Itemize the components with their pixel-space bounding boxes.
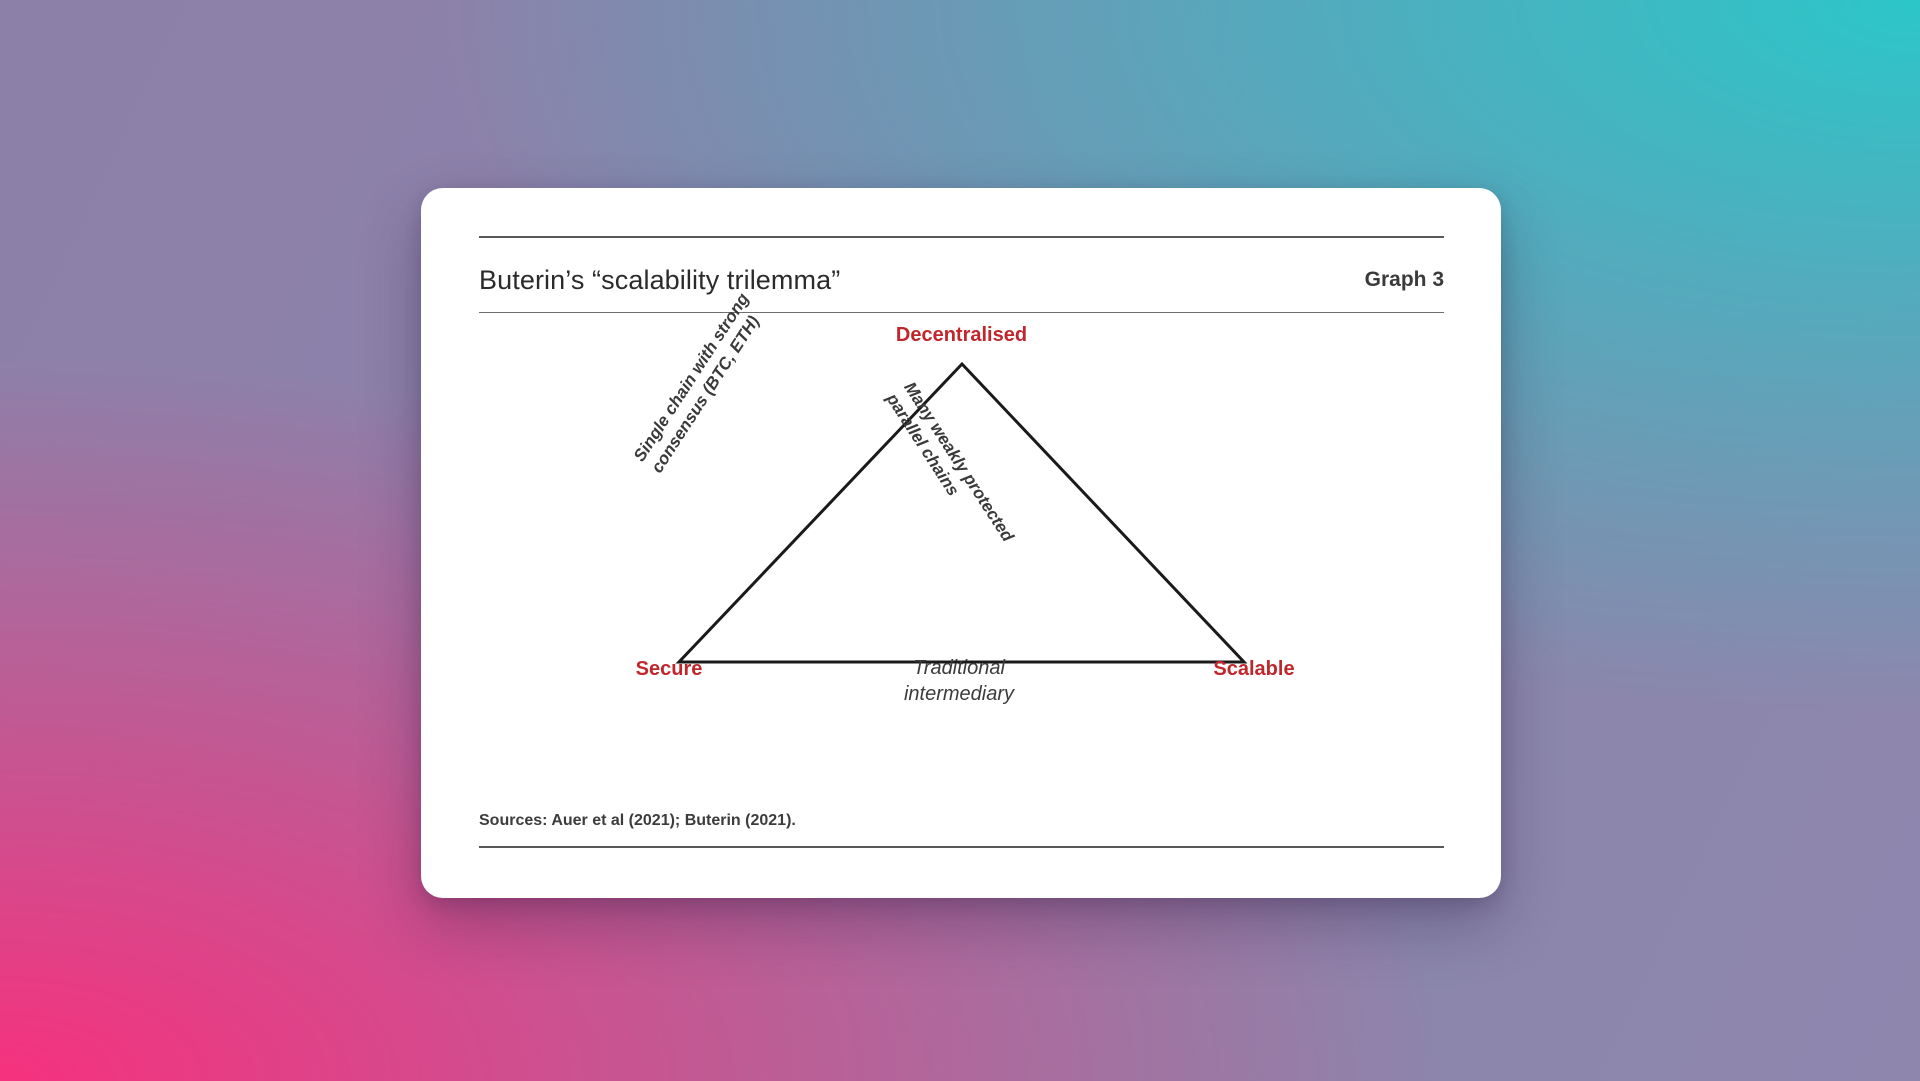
triangle-graphic — [675, 361, 1248, 664]
graph-header: Buterin’s “scalability trilemma” Graph 3 — [479, 254, 1444, 306]
vertex-label-scalable: Scalable — [1213, 658, 1295, 680]
vertex-label-decentralised: Decentralised — [895, 324, 1028, 346]
page-title: Buterin’s “scalability trilemma” — [479, 264, 841, 295]
center-label-traditional-intermediary: Traditional intermediary — [809, 656, 1109, 707]
triangle-outline — [675, 361, 1248, 664]
top-divider — [479, 236, 1444, 238]
graph-sheet: Buterin’s “scalability trilemma” Graph 3… — [479, 236, 1444, 848]
center-label-line1: Traditional — [913, 657, 1005, 679]
bottom-divider — [479, 846, 1444, 848]
graph-card: Buterin’s “scalability trilemma” Graph 3… — [421, 188, 1501, 898]
sources-note: Sources: Auer et al (2021); Buterin (202… — [479, 812, 796, 829]
title-divider — [479, 312, 1444, 313]
graph-number-label: Graph 3 — [1364, 268, 1444, 291]
center-label-line2: intermediary — [903, 682, 1015, 705]
vertex-label-secure: Secure — [635, 658, 703, 680]
trilemma-diagram: Decentralised Secure Scalable Single cha… — [479, 290, 1444, 792]
